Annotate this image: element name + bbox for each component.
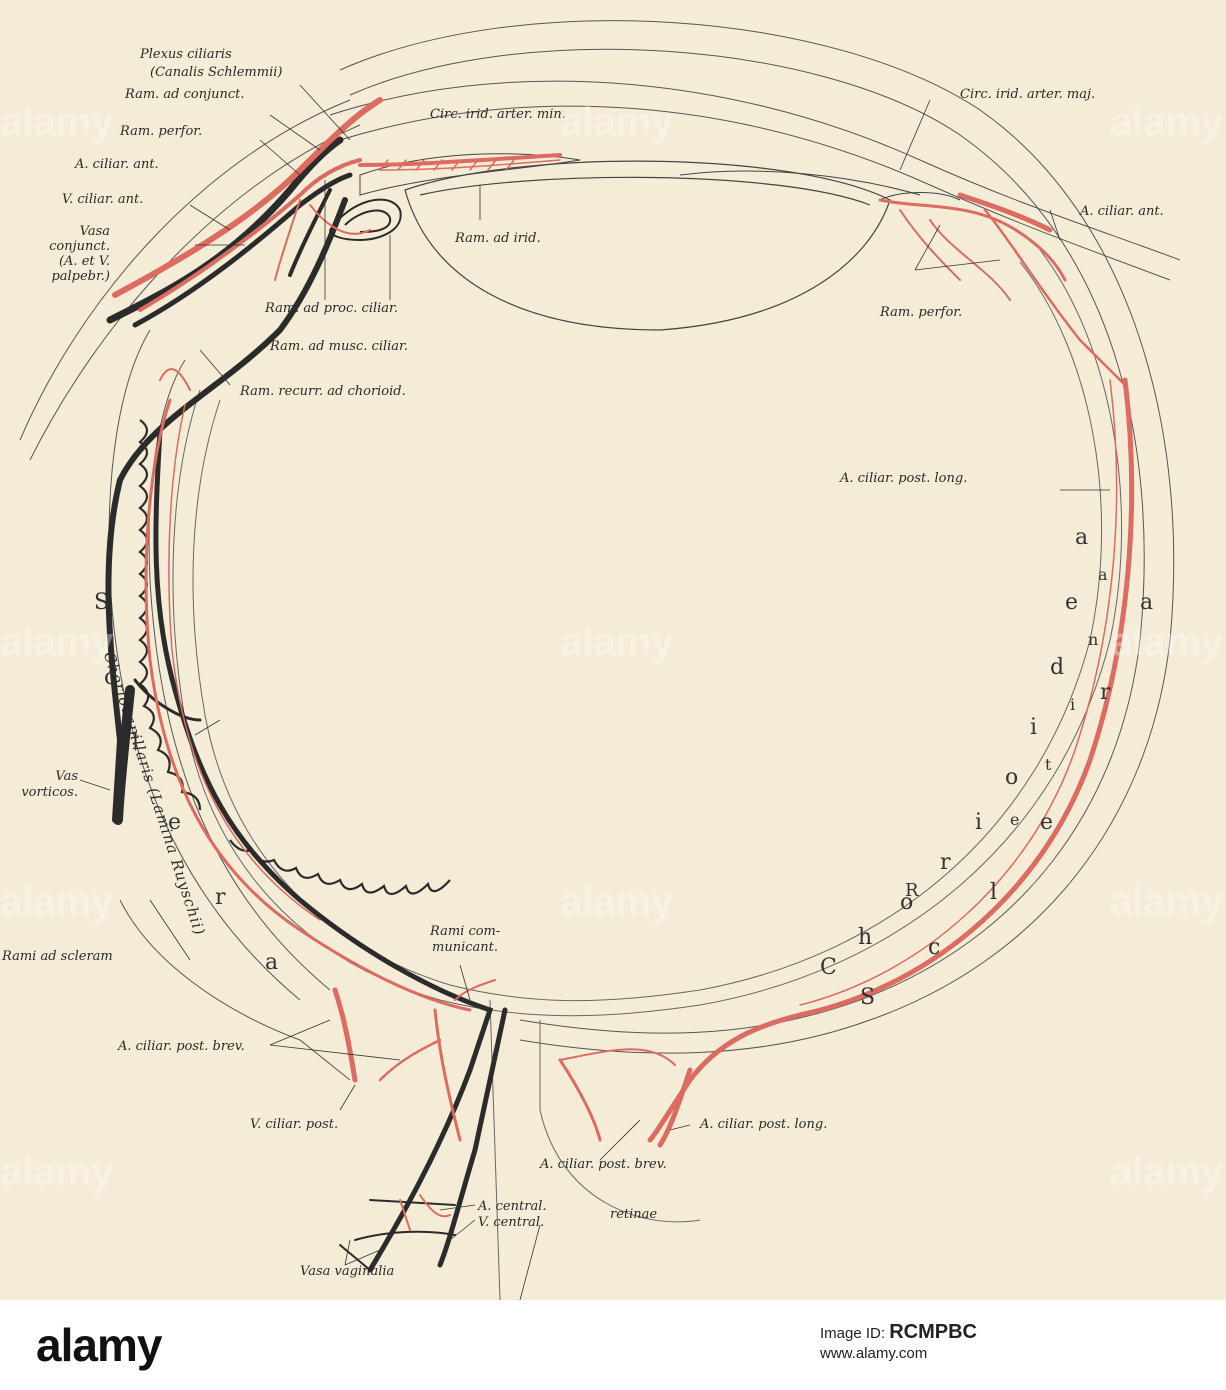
layer-letter: h: [858, 925, 873, 950]
label-a-ciliar-post-long-top: A. ciliar. post. long.: [840, 471, 968, 486]
label-vasa-conjunct-1: Vasa: [79, 224, 110, 239]
watermark: alamy: [560, 880, 674, 924]
layer-letter: o: [1005, 765, 1019, 790]
layer-letter: e: [1040, 810, 1054, 835]
layer-letter: a: [1140, 590, 1154, 615]
layer-letter: R: [905, 880, 919, 901]
layer-letter: a: [1075, 525, 1089, 550]
label-circ-irid-min: Circ. irid. arter. min.: [430, 107, 566, 122]
label-a-ciliar-ant-left: A. ciliar. ant.: [75, 157, 159, 172]
layer-letter: c: [104, 665, 117, 690]
label-vasa-vaginalia: Vasa vaginalia: [300, 1264, 395, 1279]
layer-letter: S: [860, 985, 876, 1010]
layer-letter: t: [1045, 755, 1052, 774]
watermark: alamy: [1110, 880, 1224, 924]
ciliary-processes: [329, 198, 402, 242]
watermark: alamy: [1110, 100, 1224, 144]
label-retinae: retinae: [610, 1207, 658, 1222]
label-v-central: V. central.: [478, 1215, 545, 1230]
watermark: alamy: [0, 620, 114, 664]
watermark: alamy: [0, 100, 114, 144]
site-url: www.alamy.com: [820, 1345, 928, 1362]
watermark: alamy: [1110, 1150, 1224, 1194]
image-id-code: RCMPBC: [889, 1321, 977, 1343]
image-id-label: Image ID:: [820, 1325, 886, 1342]
layer-letter: l: [990, 880, 998, 905]
label-ram-ad-irid: Ram. ad irid.: [455, 231, 541, 246]
layer-letter: l: [132, 730, 140, 755]
layer-letter: a: [265, 950, 279, 975]
label-vasa-conjunct-4: palpebr.): [51, 269, 110, 284]
label-ram-recurr: Ram. recurr. ad chorioid.: [240, 384, 406, 399]
layer-letter: C: [820, 955, 837, 980]
label-rami-ad-scleram: Rami ad scleram: [2, 949, 113, 964]
layer-letter: i: [1030, 715, 1038, 740]
label-ram-ad-conjunct: Ram. ad conjunct.: [125, 87, 245, 102]
choriocapillaris-chain: [138, 419, 451, 896]
anatomical-plate: Plexus ciliaris (Canalis Schlemmii) Ram.…: [0, 0, 1226, 1300]
layer-letter: e: [1010, 810, 1020, 829]
watermark: alamy: [0, 880, 114, 924]
label-vas-2: vorticos.: [21, 785, 78, 800]
label-vasa-conjunct-3: (A. et V.: [58, 254, 110, 269]
label-circ-irid-maj: Circ. irid. arter. maj.: [960, 87, 1096, 102]
leader-lines: [79, 84, 1110, 1300]
layer-letter: r: [1100, 680, 1111, 705]
layer-letter: a: [1098, 565, 1108, 584]
label-vasa-conjunct-2: conjunct.: [49, 239, 110, 254]
veins: [105, 136, 508, 1273]
layer-letter: S: [94, 590, 110, 615]
layer-letter: o: [900, 890, 914, 915]
layer-letter: r: [940, 850, 951, 875]
label-ram-perfor-right: Ram. perfor.: [880, 305, 963, 320]
inner-layers: [172, 249, 1122, 1300]
eye-vessel-diagram: [19, 20, 1181, 1300]
alamy-logo: alamy: [36, 1319, 162, 1371]
label-vas-1: Vas: [55, 769, 78, 784]
label-ram-ad-proc-ciliar: Ram. ad proc. ciliar.: [265, 301, 398, 316]
iris: [359, 153, 961, 201]
image-id-block: Image ID: RCMPBC www.alamy.com: [820, 1322, 977, 1364]
stock-footer: alamy Image ID: RCMPBC www.alamy.com: [0, 1300, 1226, 1390]
lens: [404, 160, 891, 331]
label-a-ciliar-ant-right: A. ciliar. ant.: [1080, 204, 1164, 219]
label-a-central: A. central.: [478, 1199, 547, 1214]
layer-letter: d: [1050, 655, 1065, 680]
watermark: alamy: [560, 620, 674, 664]
layer-letter: n: [1088, 630, 1099, 649]
label-ram-ad-musc-ciliar: Ram. ad musc. ciliar.: [270, 339, 408, 354]
label-a-ciliar-post-long-bottom: A. ciliar. post. long.: [700, 1117, 828, 1132]
layer-letter: c: [928, 935, 941, 960]
label-canalis-schlemmii: (Canalis Schlemmii): [150, 65, 283, 80]
label-rami-com-1: Rami com-: [430, 924, 501, 939]
watermark: alamy: [0, 1150, 114, 1194]
label-v-ciliar-ant: V. ciliar. ant.: [62, 192, 144, 207]
label-v-ciliar-post: V. ciliar. post.: [250, 1117, 339, 1132]
layer-letter: e: [1065, 590, 1079, 615]
watermark: alamy: [560, 100, 674, 144]
label-plexus-ciliaris: Plexus ciliaris: [140, 47, 232, 62]
arteries: [112, 97, 1135, 1231]
layer-letter: r: [215, 885, 226, 910]
layer-letter: e: [168, 810, 182, 835]
layer-letter: i: [975, 810, 983, 835]
watermark: alamy: [1110, 620, 1224, 664]
label-ram-perfor-left: Ram. perfor.: [120, 124, 203, 139]
label-rami-com-2: municant.: [432, 940, 498, 955]
layer-letter: i: [1070, 695, 1076, 714]
label-a-ciliar-post-brev-left: A. ciliar. post. brev.: [118, 1039, 245, 1054]
label-a-ciliar-post-brev-bottom: A. ciliar. post. brev.: [540, 1157, 667, 1172]
